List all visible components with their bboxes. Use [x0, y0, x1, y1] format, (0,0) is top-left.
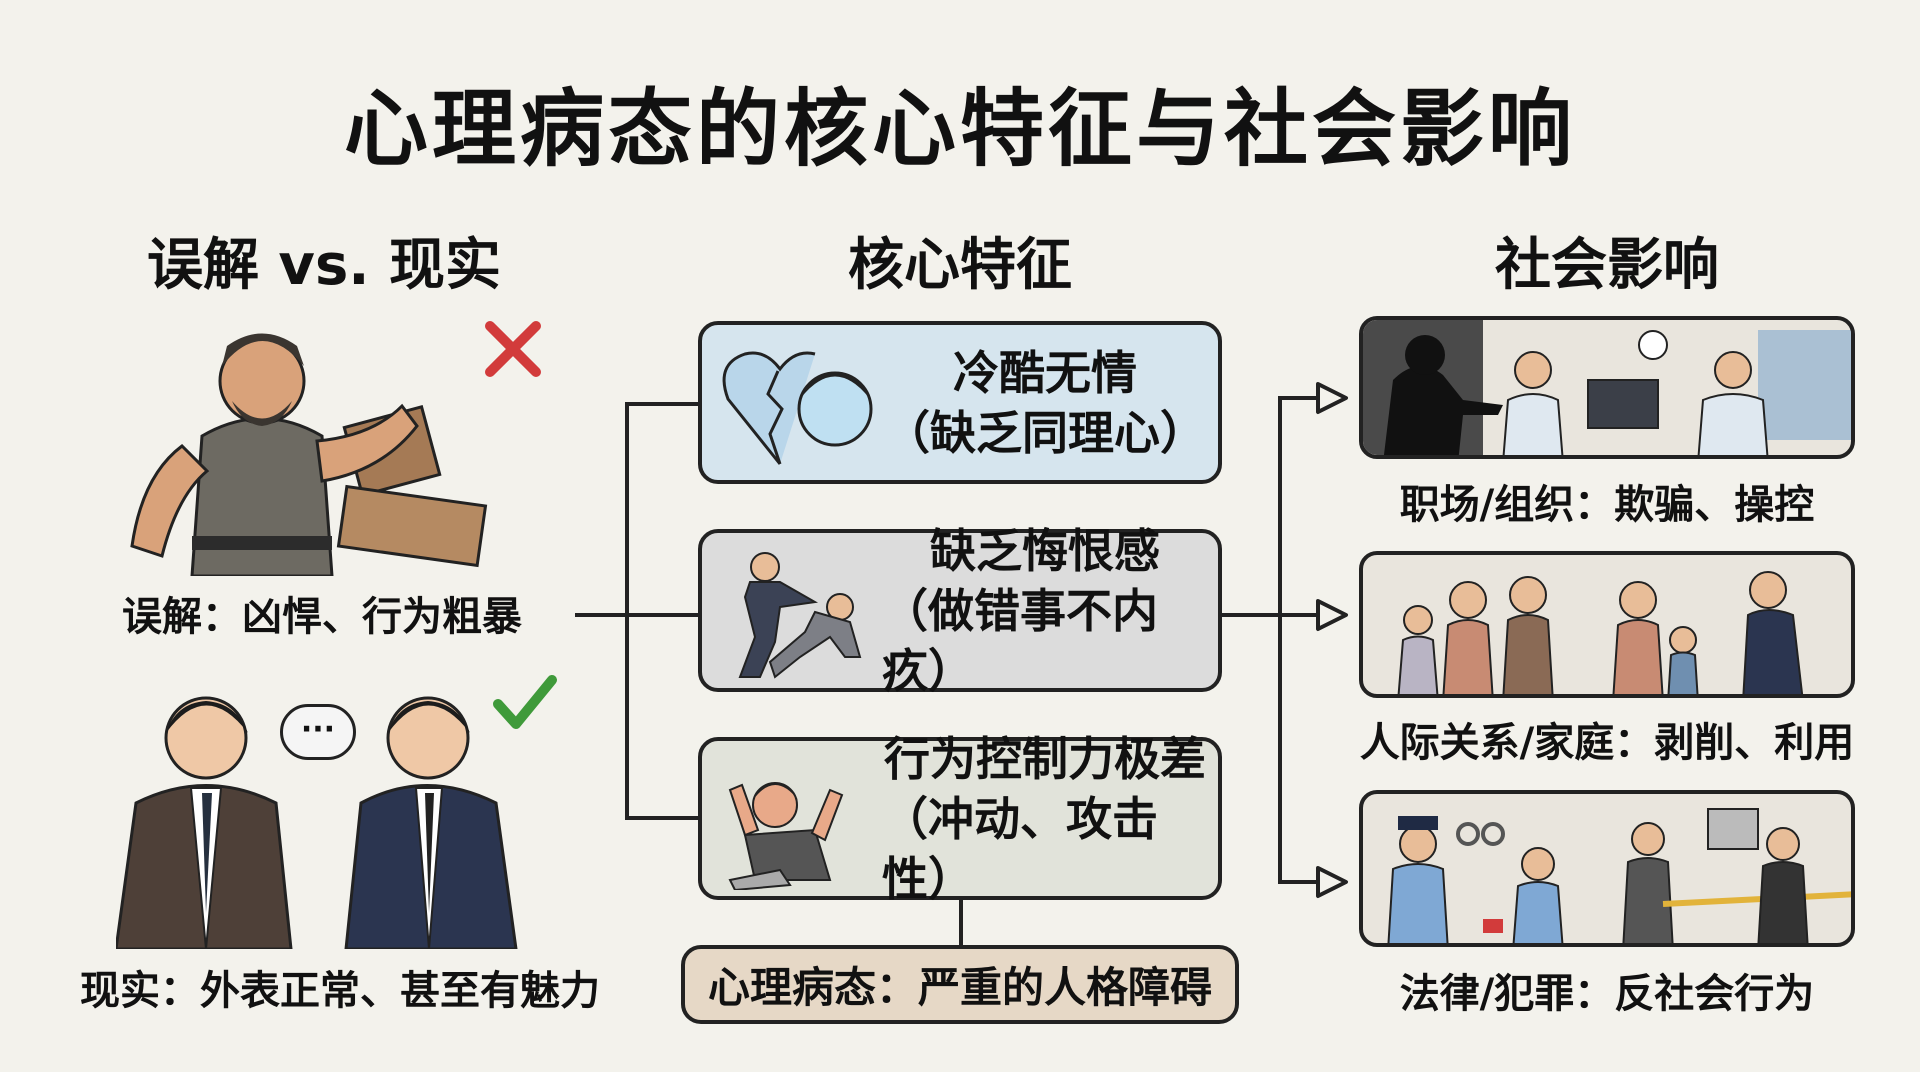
impact-caption: 人际关系/家庭：剥削、利用 — [1359, 720, 1855, 766]
trait-subtitle: （缺乏同理心） — [884, 405, 1206, 460]
trait-subtitle: （做错事不内疚） — [882, 583, 1158, 698]
reality-illustration-businessmen — [116, 673, 540, 949]
arrow-right-icon — [1314, 380, 1350, 416]
pushing-person-icon — [720, 547, 880, 679]
column-heading-social-impact: 社会影响 — [1495, 233, 1719, 298]
summary-box: 心理病态：严重的人格障碍 — [681, 945, 1239, 1024]
connector-line — [1278, 613, 1318, 617]
cross-icon — [482, 318, 544, 380]
icy-heart-face-icon — [720, 339, 880, 466]
trait-card-callousness: 冷酷无情 （缺乏同理心） — [698, 321, 1222, 484]
connector-line — [959, 900, 963, 945]
trait-title: 行为控制力极差 — [884, 731, 1206, 786]
column-heading-core-traits: 核心特征 — [848, 233, 1072, 298]
connector-line — [625, 402, 629, 820]
trait-title: 缺乏悔恨感 — [930, 523, 1160, 578]
connector-line — [575, 613, 629, 617]
myth-caption: 误解：凶悍、行为粗暴 — [122, 594, 522, 640]
connector-line — [625, 402, 700, 406]
connector-line — [625, 816, 700, 820]
reality-caption: 现实：外表正常、甚至有魅力 — [80, 968, 600, 1014]
connector-line — [1222, 613, 1282, 617]
page-title: 心理病态的核心特征与社会影响 — [343, 80, 1576, 178]
workplace-illustration — [1359, 316, 1855, 459]
trait-title: 冷酷无情 — [953, 345, 1137, 400]
speech-bubble: ··· — [280, 704, 356, 760]
law-crime-illustration — [1359, 790, 1855, 947]
trait-card-lack-of-remorse: 缺乏悔恨感 （做错事不内疚） — [698, 524, 1222, 698]
trait-card-poor-behavior-control: 行为控制力极差 （冲动、攻击性） — [698, 732, 1222, 906]
arrow-right-icon — [1314, 864, 1350, 900]
impact-caption: 职场/组织：欺骗、操控 — [1399, 482, 1815, 528]
angry-outburst-icon — [720, 755, 880, 890]
impact-caption: 法律/犯罪：反社会行为 — [1399, 971, 1815, 1017]
arrow-right-icon — [1314, 597, 1350, 633]
connector-line — [1278, 880, 1318, 884]
connector-line — [625, 613, 700, 617]
column-heading-myth-reality: 误解 vs. 现实 — [146, 233, 502, 298]
family-illustration — [1359, 551, 1855, 698]
myth-illustration-angry-man — [122, 306, 512, 576]
connector-line — [1278, 396, 1318, 400]
trait-subtitle: （冲动、攻击性） — [882, 791, 1158, 906]
connector-line — [1278, 396, 1282, 884]
check-icon — [492, 672, 558, 732]
